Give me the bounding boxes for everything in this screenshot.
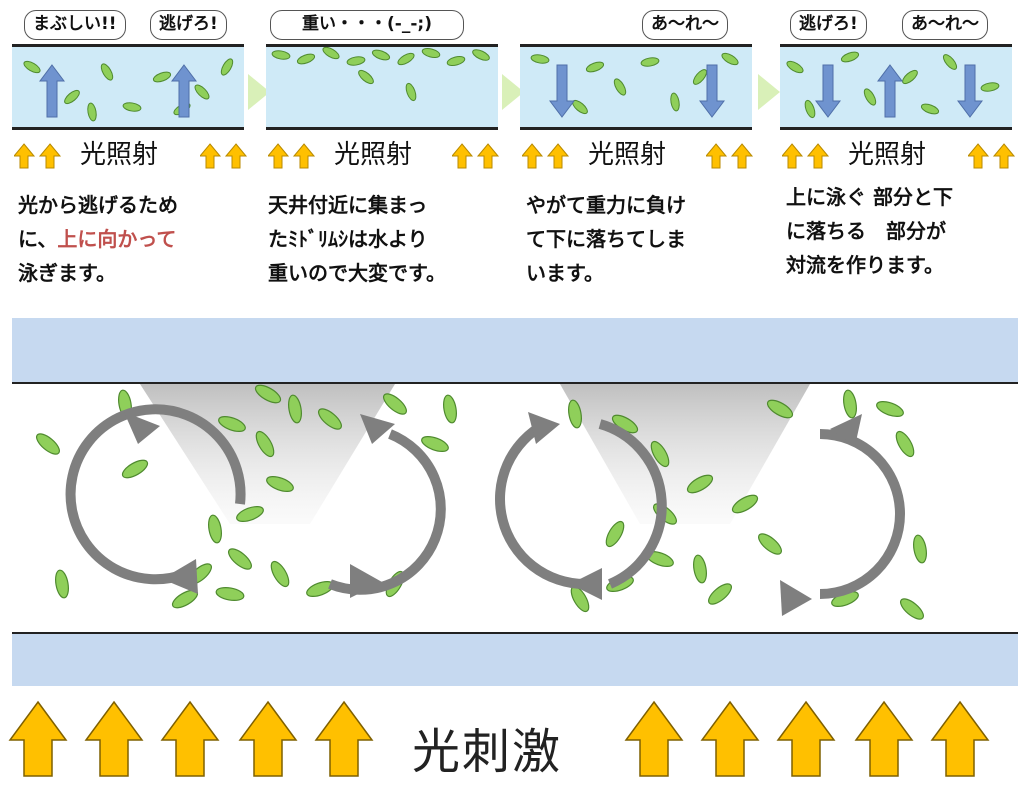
caption-line: に、上に向かって [18,227,177,251]
speech-bubble: 逃げろ! [790,10,867,40]
caption-line: て下に落ちてしま [526,227,686,251]
euglena-cluster [786,51,1000,119]
up-arrow-icon [706,143,754,169]
chevron-right-icon [758,74,780,110]
light-label: 光照射 [588,140,667,170]
up-arrow-icon [877,64,903,118]
light-row: 光照射 [266,140,506,170]
euglena-cluster [530,52,739,118]
caption: やがて重力に負け て下に落ちてしま います。 [526,188,766,290]
panel-4: 逃げろ! あ～れ～ 光照射 上に泳ぐ 部分と下 に落ちる 部分が 対流を作ります… [780,0,1020,277]
water-tank [12,44,244,130]
bottom-line [12,632,1018,634]
light-row: 光照射 [12,140,252,170]
speech-bubble: 逃げろ! [150,10,227,40]
caption-accent: 上に向かって [57,227,177,251]
caption-line: 対流を作ります。 [786,253,944,277]
light-arrows [8,700,990,777]
water-tank [266,44,498,130]
top-band [12,318,1018,382]
down-arrow-icon [549,64,725,118]
light-label: 光照射 [80,140,159,170]
up-arrow-icon [8,700,990,777]
light-row: 光照射 [520,140,760,170]
up-arrow-icon [968,143,1016,169]
euglena-cluster [23,58,234,122]
up-arrow-icon [522,143,570,169]
caption: 天井付近に集まっ たﾐﾄﾞﾘﾑｼは水より 重いので大変です。 [268,188,506,290]
speech-bubble: まぶしい!! [24,10,126,40]
light-row: 光照射 [780,140,1020,170]
caption-line: 泳ぎます。 [18,261,116,285]
speech-bubble: あ～れ～ [642,10,728,40]
caption-line: 光から逃げるため [18,193,178,217]
water-tank [520,44,752,130]
chevron-right-icon [502,74,524,110]
stimulus-label: 光刺激 [412,724,563,780]
water-tank [780,44,1012,130]
up-arrow-icon [268,143,316,169]
top-line [12,382,1018,384]
speech-bubble: あ～れ～ [902,10,988,40]
down-arrow-icon [957,64,983,118]
caption-line: 重いので大変です。 [268,261,446,285]
up-arrow-icon [452,143,500,169]
caption-line: やがて重力に負け [526,193,686,217]
euglena-cluster [271,47,490,102]
speech-bubble: 重い・・・(-_-;) [270,10,464,40]
light-label: 光照射 [848,140,927,170]
chevron-right-icon [248,74,270,110]
caption: 上に泳ぐ 部分と下 に落ちる 部分が 対流を作ります。 [786,180,1024,282]
down-arrow-icon [815,64,841,118]
up-arrow-icon [200,143,248,169]
arrowhead-icon [124,412,862,616]
light-label: 光照射 [334,140,413,170]
caption-line: 上に泳ぐ 部分と下 [786,185,953,209]
caption-line: います。 [526,261,604,285]
panel-3: あ～れ～ 光照射 やがて重力に負け て下に落ちてしま います。 [520,0,760,285]
up-arrow-icon [14,143,62,169]
caption-line: たﾐﾄﾞﾘﾑｼは水より [268,227,428,251]
up-arrow-icon [782,143,830,169]
convection-diagram [36,384,927,620]
bottom-band [12,634,1018,686]
caption-line: 天井付近に集まっ [268,193,428,217]
caption: 光から逃げるため に、上に向かって 泳ぎます。 [18,188,258,290]
up-arrow-icon [39,64,197,118]
panel-2: 重い・・・(-_-;) 光照射 天井付近に集まっ たﾐﾄﾞﾘﾑｼは水より 重いの… [266,0,506,285]
panel-1: まぶしい!! 逃げろ! 光照射 光から逃げるため に、上に向かって 泳ぎます。 [12,0,252,285]
caption-line: に落ちる 部分が [786,219,946,243]
